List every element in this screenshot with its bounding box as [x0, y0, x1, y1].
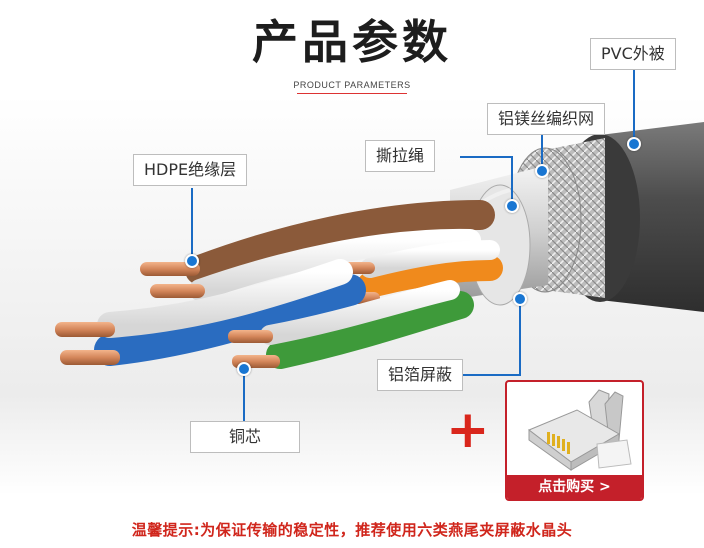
callout-dot-ripcord: [505, 199, 519, 213]
callout-dot-pvc: [627, 137, 641, 151]
page-title: 产品参数: [252, 15, 452, 69]
label-pvc-jacket: PVC外被: [590, 38, 676, 70]
blue-pair: [55, 259, 366, 366]
label-copper: 铜芯: [190, 421, 301, 453]
callout-dot-hdpe: [185, 254, 199, 268]
leader-hdpe: [191, 188, 193, 260]
plus-sign: +: [446, 400, 490, 460]
leader-copper: [243, 368, 245, 422]
label-foil: 铝箔屏蔽: [377, 359, 464, 391]
rj45-connector-image: [528, 389, 632, 471]
label-hdpe: HDPE绝缘层: [133, 154, 248, 186]
leader-foil: [519, 300, 521, 375]
buy-connector-card[interactable]: 点击购买 >: [505, 380, 644, 501]
leader-ripcord-h: [460, 156, 512, 158]
brown-pair: [140, 200, 495, 301]
callout-dot-copper: [237, 362, 251, 376]
buy-now-button[interactable]: 点击购买 >: [507, 475, 642, 499]
callout-dot-foil: [513, 292, 527, 306]
leader-ripcord-v: [511, 156, 513, 204]
callout-dot-braid: [535, 164, 549, 178]
subtitle-underline: [297, 93, 407, 94]
footer-tip: 温馨提示:为保证传输的稳定性，推荐使用六类燕尾夹屏蔽水晶头: [131, 521, 573, 539]
label-ripcord: 撕拉绳: [365, 140, 436, 172]
leader-braid: [541, 133, 543, 171]
label-braid: 铝镁丝编织网: [487, 103, 606, 135]
leader-pvc: [633, 70, 635, 142]
page-subtitle: PRODUCT PARAMETERS: [293, 80, 411, 90]
leader-foil-h: [463, 374, 521, 376]
